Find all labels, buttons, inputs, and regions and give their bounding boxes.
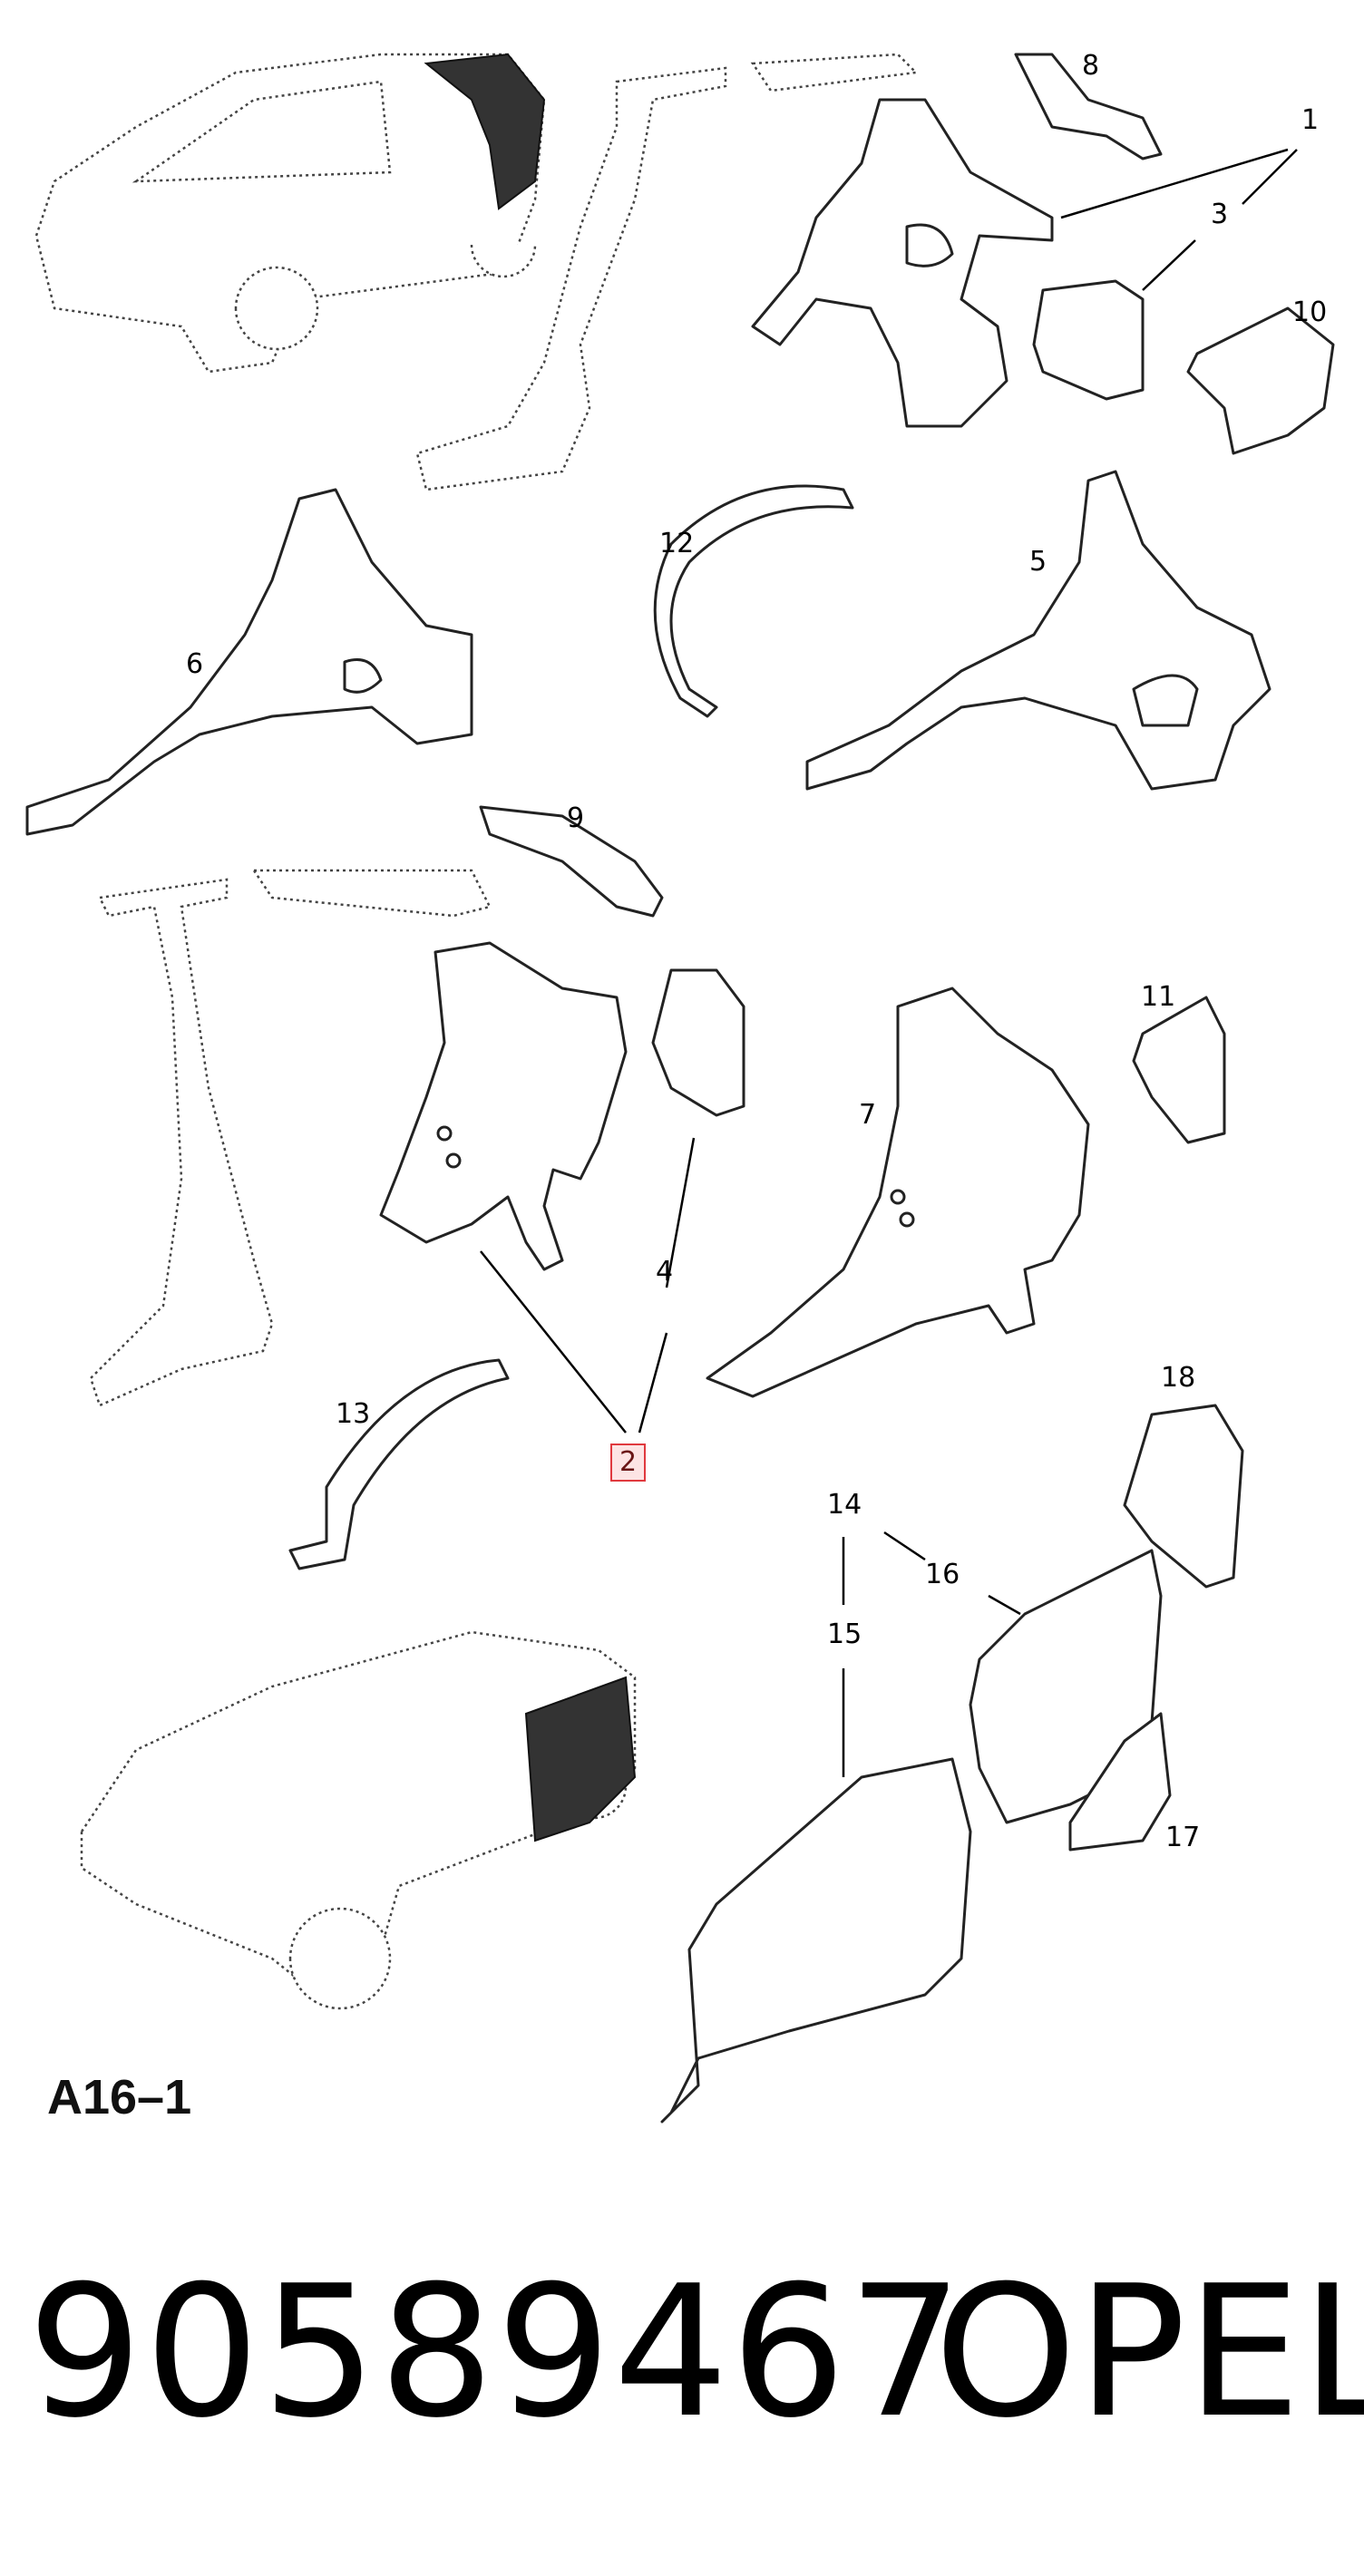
part-18-bracket [1123,1404,1244,1589]
part-11-bracket [1132,996,1226,1144]
part-12-wheel-arch [653,484,854,718]
part-9-bracket [479,805,664,918]
callout-10: 10 [1292,296,1328,328]
part-5-quarter-panel [805,470,1271,791]
part-13-wheel-arch [288,1358,510,1570]
callout-16: 16 [925,1559,960,1590]
callout-17: 17 [1165,1822,1201,1853]
part-2-outer-panel [379,941,628,1271]
part-number: 90589467 [27,2247,965,2458]
part-6-quarter-panel [25,488,473,836]
callout-7: 7 [859,1099,877,1131]
callout-18: 18 [1161,1362,1196,1394]
convertible-car-illustration [80,1630,637,2010]
part-1-quarter-panel [751,98,1054,428]
part-15-convertible-panel [660,1757,972,2124]
part-3-bracket [1032,279,1145,401]
callout-5: 5 [1029,546,1047,578]
hatchback-car-illustration [34,53,546,374]
callout-14: 14 [827,1489,862,1521]
part-4-bracket [651,968,745,1117]
diagram-code: A16–1 [47,2070,192,2124]
callout-8: 8 [1082,50,1100,82]
brand-name: OPEL [934,2247,1364,2458]
callout-11: 11 [1141,981,1176,1013]
callout-3: 3 [1211,199,1229,230]
part-10-bracket [1186,306,1335,455]
callout-2[interactable]: 2 [610,1444,647,1482]
part-17-bracket [1068,1712,1172,1852]
callout-6: 6 [186,648,204,680]
part-7-outer-panel [706,987,1090,1398]
callout-13: 13 [336,1398,371,1430]
part-16-convertible-panel [969,1549,1163,1824]
callout-15: 15 [827,1619,862,1650]
callout-1: 1 [1301,104,1320,136]
leader-lines [480,148,1298,1777]
callout-12: 12 [659,528,695,559]
pillar-panel-middle [89,869,492,1407]
callout-4: 4 [656,1256,674,1288]
callout-9: 9 [567,802,585,834]
pillar-panel-top [415,53,919,491]
part-8-bracket [1014,53,1163,160]
